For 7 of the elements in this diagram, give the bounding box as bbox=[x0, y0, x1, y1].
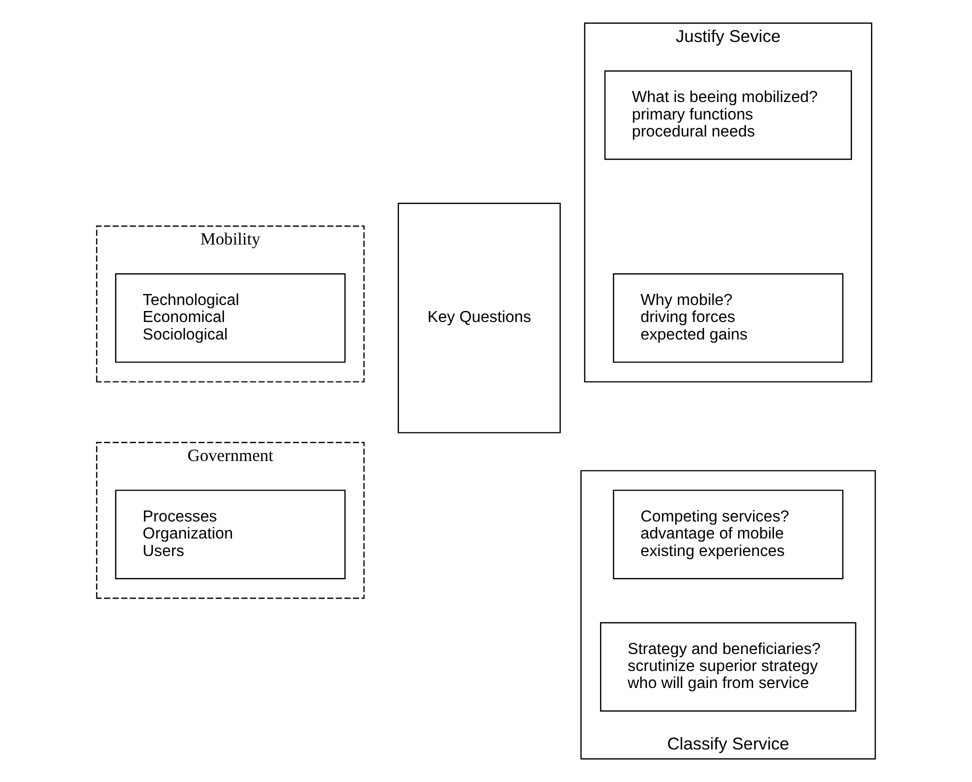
node-box: Key Questions bbox=[398, 202, 561, 434]
node-box: What is beeing mobilized? primary functions procedural needs bbox=[604, 70, 852, 160]
node-box: Strategy and beneficiaries? scrutinize superior strategy who will gain from service bbox=[600, 622, 856, 712]
node-box: Technological Economical Sociological bbox=[115, 273, 346, 363]
node-box: Competing services? advantage of mobile existing experiences bbox=[612, 490, 844, 580]
node-box: Why mobile? driving forces expected gains bbox=[612, 273, 844, 363]
node-box: Processes Organization Users bbox=[115, 490, 346, 580]
